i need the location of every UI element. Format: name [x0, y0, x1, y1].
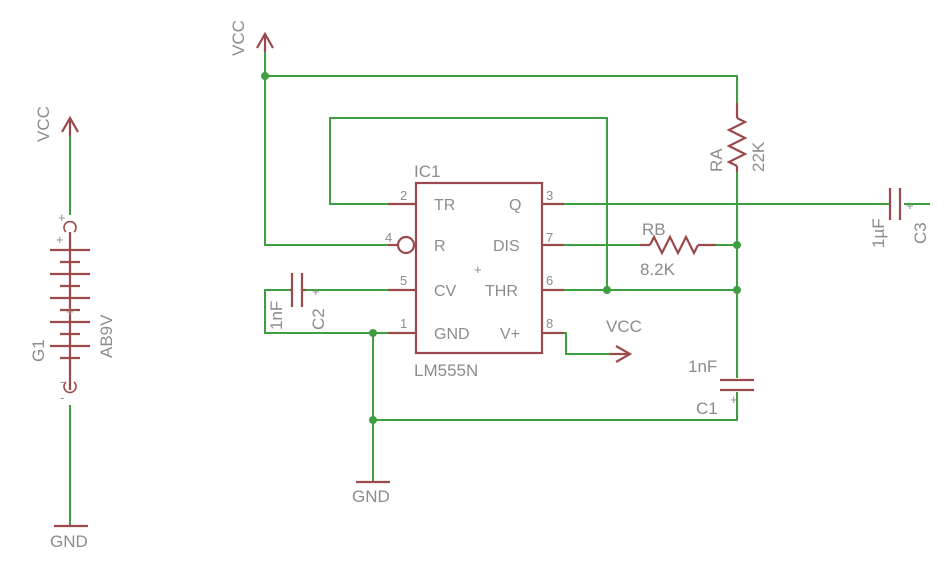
battery-section: VCC + + + - - G1 AB9V	[29, 106, 116, 551]
junctions	[261, 72, 741, 424]
vcc-label-left: VCC	[34, 106, 53, 142]
capacitor-c3: + 1µF C3	[869, 188, 930, 248]
c1-name: C1	[696, 399, 718, 418]
c2-plus: +	[312, 284, 320, 299]
pin-number-2: 2	[400, 188, 407, 203]
pin-label-gnd: GND	[434, 326, 470, 343]
vcc-symbol-right: VCC	[606, 317, 642, 363]
resistor-ra: RA 22K	[707, 103, 768, 172]
ra-value: 22K	[749, 141, 768, 172]
wires	[264, 52, 930, 482]
gnd-symbol-left: GND	[50, 524, 88, 551]
pin-number-8: 8	[546, 316, 553, 331]
rb-name: RB	[642, 220, 666, 239]
ic-name: IC1	[414, 162, 440, 181]
battery-minus-low: -	[60, 374, 64, 389]
gnd-label-left: GND	[50, 532, 88, 551]
battery-name: G1	[29, 339, 48, 362]
vcc-label-top: VCC	[229, 20, 248, 56]
battery-plus-inner: +	[56, 232, 64, 247]
pin-label-q: Q	[509, 197, 521, 214]
pin-number-6: 6	[546, 273, 553, 288]
c2-name: C2	[309, 308, 328, 330]
battery-minus-bottom: -	[60, 390, 64, 405]
rb-value: 8.2K	[640, 260, 676, 279]
pin-label-cv: CV	[434, 283, 457, 300]
battery-g1: + + + - -	[50, 210, 90, 405]
c3-plus: +	[906, 198, 914, 213]
vcc-symbol-left: VCC	[34, 106, 79, 142]
pin-number-3: 3	[546, 188, 553, 203]
c3-value: 1µF	[869, 218, 888, 248]
ic-lm555: IC1 LM555N + 2 TR 4 R 5 CV 1 GND 3 Q 7 D…	[385, 162, 564, 380]
pin-number-4: 4	[385, 230, 392, 245]
pin-number-7: 7	[546, 230, 553, 245]
capacitor-c1: + 1nF C1	[688, 357, 754, 418]
c1-plus: +	[730, 392, 738, 407]
c3-name: C3	[911, 222, 930, 244]
pin-label-vplus: V+	[500, 326, 520, 343]
pin-label-r: R	[434, 238, 446, 255]
battery-plus-mid: +	[66, 304, 74, 319]
ra-name: RA	[707, 148, 726, 172]
c1-value: 1nF	[688, 357, 717, 376]
ic-center-mark: +	[474, 262, 482, 277]
pin-number-5: 5	[400, 273, 407, 288]
pin-label-tr: TR	[434, 197, 455, 214]
vcc-symbol-top: VCC	[229, 20, 274, 56]
battery-value: AB9V	[97, 314, 116, 358]
gnd-symbol-mid: GND	[352, 480, 390, 506]
pin-label-thr: THR	[485, 283, 518, 300]
capacitor-c2: + 1nF C2	[267, 273, 328, 330]
pin-number-1: 1	[400, 316, 407, 331]
c2-value: 1nF	[267, 301, 286, 330]
vcc-label-right: VCC	[606, 317, 642, 336]
gnd-label-mid: GND	[352, 487, 390, 506]
battery-plus-top: +	[58, 210, 66, 225]
pin-label-dis: DIS	[493, 238, 520, 255]
ic-part: LM555N	[414, 361, 478, 380]
resistor-rb: RB 8.2K	[640, 220, 716, 279]
